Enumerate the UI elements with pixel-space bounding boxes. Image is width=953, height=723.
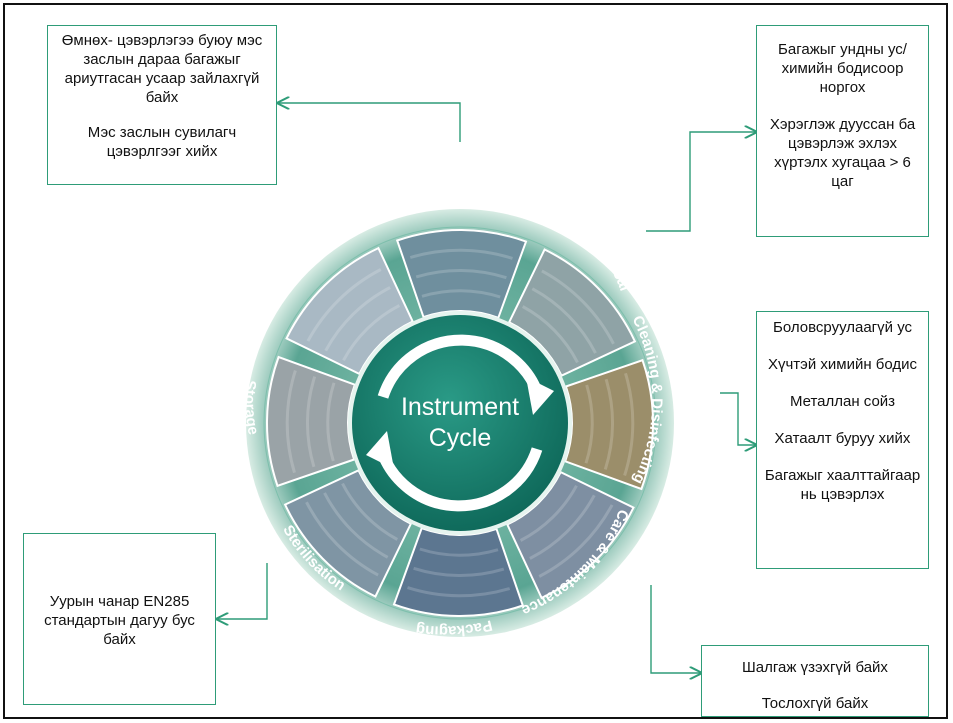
photo-texture bbox=[409, 248, 513, 260]
cycle-arrow-bottom bbox=[374, 444, 543, 512]
photo-texture bbox=[324, 286, 391, 352]
note-disposal: Багажыг ундны ус/химийн бодисоор норгох … bbox=[756, 25, 929, 237]
note-care-line-2: Тослохгүй байх bbox=[761, 695, 869, 712]
note-sterilisation-line-1: Уурын чанар EN285 стандартын дагуу бус б… bbox=[44, 593, 195, 648]
note-cleaning-line-5: Багажыг хаалттайгаар нь цэвэрлэх bbox=[764, 467, 921, 503]
note-cleaning: Боловсруулаагүй ус Хүчтэй химийн бодис М… bbox=[756, 311, 929, 569]
note-utilisation: Өмнөх- цэвэрлэгээ буюу мэс заслын дараа … bbox=[47, 25, 277, 185]
stage-label-utilisation: Utilisation bbox=[413, 169, 490, 191]
note-disposal-line-1: Багажыг ундны ус/химийн бодисоор норгох bbox=[778, 41, 907, 96]
cycle-hub bbox=[348, 311, 572, 535]
photo-texture bbox=[529, 494, 596, 560]
photo-texture bbox=[342, 304, 401, 362]
photo-texture bbox=[326, 382, 336, 462]
ring-inner-edge bbox=[263, 226, 657, 620]
note-cleaning-line-3: Металлан сойз bbox=[789, 393, 896, 410]
stage-label-storage: Storage bbox=[241, 380, 262, 437]
photo-texture bbox=[541, 269, 615, 345]
note-cleaning-line-1: Боловсруулаагүй ус bbox=[772, 319, 913, 336]
cycle-arrow-bottom-head bbox=[366, 431, 394, 469]
photo-texture bbox=[323, 492, 389, 559]
photo-texture bbox=[519, 484, 578, 542]
photo-texture bbox=[521, 305, 579, 364]
photo-texture bbox=[584, 384, 594, 464]
photo-texture bbox=[413, 566, 505, 577]
photo-texture bbox=[421, 289, 501, 299]
connector-disposal bbox=[646, 132, 756, 232]
note-care-line-1: Шалгаж үзэхгүй байх bbox=[742, 659, 888, 676]
connector-sterilisation bbox=[217, 563, 268, 619]
note-cleaning-line-2: Хүчтэй химийн бодис bbox=[767, 356, 918, 373]
note-sterilisation: Уурын чанар EN285 стандартын дагуу бус б… bbox=[23, 533, 216, 705]
note-utilisation-line-2: Мэс заслын сувилагч цэвэрлгээг хийх bbox=[87, 124, 237, 160]
instrument-cycle-diagram: Instrument Cycle Utilisation Disposal Cl… bbox=[5, 5, 948, 719]
slide-frame: Instrument Cycle Utilisation Disposal Cl… bbox=[3, 3, 948, 719]
photo-texture bbox=[285, 370, 297, 474]
center-title-line1: Instrument bbox=[401, 393, 519, 421]
cycle-arrow-top bbox=[377, 334, 546, 402]
note-care: Шалгаж үзэхгүй байх Тослохгүй байх bbox=[701, 645, 929, 717]
photo-texture bbox=[306, 268, 382, 342]
connector-cleaning bbox=[720, 392, 756, 445]
photo-texture bbox=[623, 372, 635, 476]
center-title-line2: Cycle bbox=[429, 424, 492, 452]
photo-texture bbox=[531, 287, 597, 354]
photo-texture bbox=[603, 378, 614, 470]
photo-texture bbox=[419, 547, 499, 557]
note-disposal-line-2: Хэрэглэж дууссан ба цэвэрлэж эхлэх хүртэ… bbox=[769, 116, 916, 190]
note-cleaning-line-4: Хатаалт буруу хийх bbox=[774, 430, 911, 447]
cycle-arrow-top-head bbox=[526, 377, 554, 415]
stage-photos bbox=[265, 228, 655, 618]
photo-texture bbox=[341, 482, 399, 541]
connector-utilisation bbox=[278, 103, 461, 142]
photo-texture bbox=[306, 376, 317, 468]
photo-texture bbox=[407, 586, 511, 598]
photo-texture bbox=[538, 504, 614, 578]
connector-care bbox=[650, 585, 701, 673]
photo-texture bbox=[415, 269, 507, 280]
photo-texture bbox=[305, 501, 379, 577]
note-utilisation-line-1: Өмнөх- цэвэрлэгээ буюу мэс заслын дараа … bbox=[61, 32, 263, 106]
